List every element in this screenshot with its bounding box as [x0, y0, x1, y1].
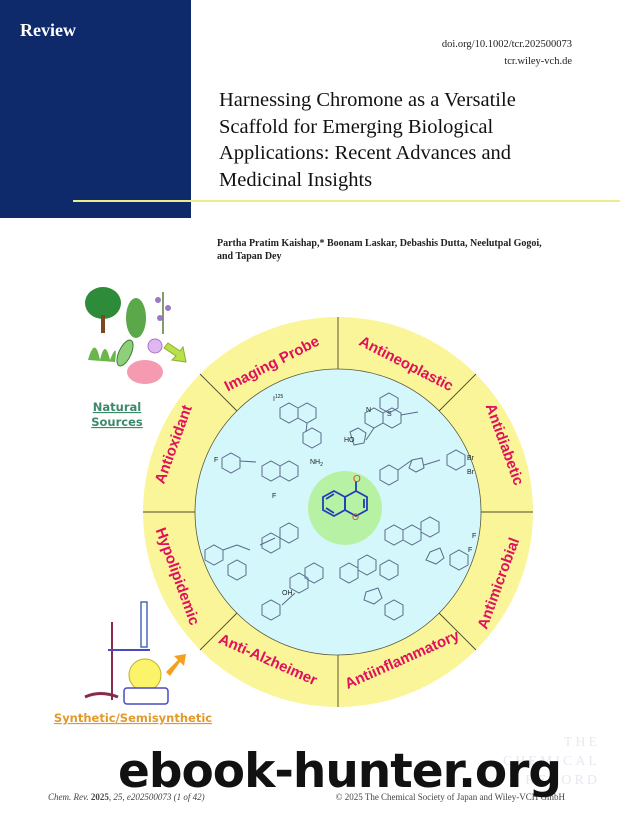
citation-journal: Chem. Rev.	[48, 792, 89, 802]
bromo-label-1: Br	[467, 455, 475, 462]
carbonyl-oxygen: O	[353, 474, 361, 485]
fluoro-label-3: F	[468, 547, 472, 554]
synthesis-apparatus-illustration	[84, 601, 186, 705]
tree-icon	[85, 287, 121, 319]
sulfur-label: S	[387, 411, 392, 418]
trifluoro-label: F	[272, 493, 276, 500]
iodine-label: I125	[273, 394, 284, 403]
website-link[interactable]: tcr.wiley-vch.de	[504, 56, 572, 67]
article-title: Harnessing Chromone as a Versatile Scaff…	[219, 87, 609, 193]
section-label: Review	[20, 20, 76, 40]
header-rule	[73, 200, 620, 202]
synthetic-label: Synthetic/Semisynthetic	[54, 711, 212, 725]
paramecium-icon	[116, 339, 134, 367]
derivative-structures	[204, 392, 469, 621]
fluoro-label-2: F	[472, 533, 476, 540]
graphical-abstract: Imaging Probe Antineoplastic Antidiabeti…	[54, 287, 533, 725]
doi-block: doi.org/10.1002/tcr.202500073 tcr.wiley-…	[442, 36, 572, 70]
atom-labels: I125 NH2 F F HO Br Br OH F F N S	[214, 394, 476, 597]
journal-name-line: THE	[563, 735, 600, 750]
authors-line: Partha Pratim Kaishap,* Boonam Laskar, D…	[217, 238, 542, 249]
title-line: Scaffold for Emerging Biological	[219, 115, 494, 138]
condenser-icon	[140, 601, 148, 648]
natural-sources-label: Sources	[91, 415, 143, 429]
title-line: Applications: Recent Advances and	[219, 142, 512, 164]
journal-name-line: CHEMICAL	[502, 754, 600, 769]
fluoro-label: F	[214, 457, 218, 464]
hydroxy-label-2: OH	[282, 590, 293, 597]
natural-sources-illustration	[85, 287, 187, 384]
arrow-right-icon	[163, 342, 187, 363]
copyright: © 2025 The Chemical Society of Japan and…	[335, 792, 565, 802]
cell-icon	[127, 360, 163, 384]
hotplate-icon	[123, 687, 169, 705]
flask-icon	[128, 658, 162, 692]
natural-sources-label: Natural	[93, 400, 141, 414]
journal-name: THE CHEMICAL RECORD	[503, 733, 600, 790]
ring-oxygen: O	[352, 512, 359, 522]
arrow-right-icon	[166, 654, 186, 676]
title-line: Medicinal Insights	[219, 168, 373, 191]
citation-year: 2025	[90, 792, 109, 802]
authors-line: and Tapan Dey	[217, 251, 282, 262]
doi-link[interactable]: doi.org/10.1002/tcr.202500073	[441, 39, 572, 50]
nitrogen-label: N	[366, 407, 371, 414]
herb-icon	[126, 298, 146, 338]
segment-dividers	[143, 317, 533, 707]
watermark: ebook-hunter.org	[118, 744, 562, 799]
citation: Chem. Rev. 2025, 25, e202500073 (1 of 42…	[48, 792, 205, 802]
bromo-label-2: Br	[467, 469, 475, 476]
aloe-icon	[88, 347, 116, 362]
hydroxy-label: HO	[344, 437, 355, 444]
amine-label: NH2	[310, 459, 323, 468]
chromone-structure-icon	[322, 481, 368, 518]
microbe-icon	[147, 338, 163, 354]
journal-name-line: RECORD	[525, 773, 600, 788]
journal-header-panel	[0, 0, 191, 218]
author-list: Partha Pratim Kaishap,* Boonam Laskar, D…	[217, 237, 620, 263]
citation-details: , 25, e202500073 (1 of 42)	[108, 792, 205, 802]
title-line: Harnessing Chromone as a Versatile	[219, 89, 516, 111]
